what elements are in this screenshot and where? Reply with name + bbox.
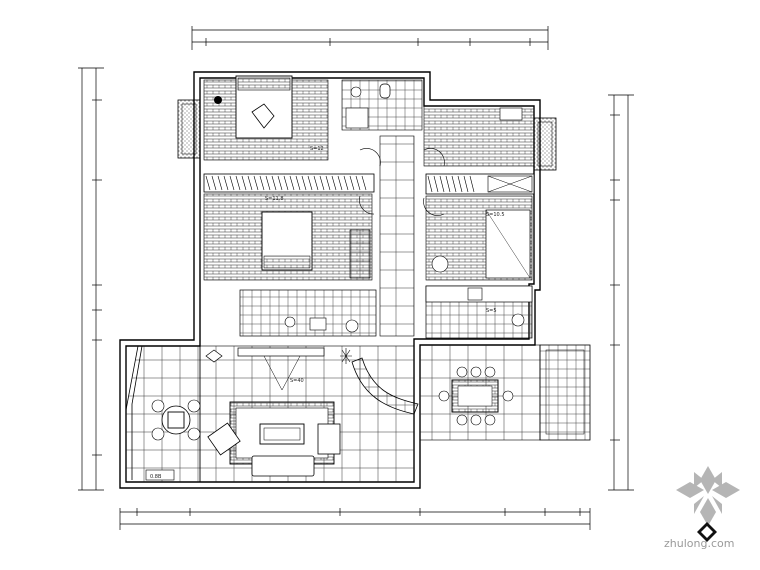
room-dining [419,344,541,441]
table-icon [259,423,305,445]
corridor [359,135,445,337]
bay-window-right [533,117,557,171]
balcony-tag: 0.8B [150,474,162,480]
room-area-kitchen: S=5 [486,308,497,314]
room-living: S=40 [199,345,415,483]
room-bed-c [423,105,535,167]
watermark-text: zhulong.com [664,537,734,550]
room-bathroom [341,79,423,131]
room-balcony: 0.8B [125,339,201,483]
dimension-bottom [119,508,591,530]
room-area-living: S=40 [290,378,304,384]
logo-icon [676,466,740,542]
curved-partition [351,357,419,415]
room-kitchen: S=5 [425,285,533,339]
room-bed-d: S=10.5 [425,195,533,281]
bay-window-left [177,99,201,159]
door-swing-icon [205,349,223,363]
toilet-icon [379,83,391,99]
room-bed-b: S=11.8 [203,193,373,281]
room-utility [239,289,377,337]
room-bed-a: S=12 [203,75,329,161]
sofa-icon [251,455,315,477]
room-area-bed-b: S=11.8 [265,196,284,202]
dimension-top [191,26,549,50]
dimension-right [608,94,634,491]
dimension-left [78,67,104,491]
room-balcony-right [539,344,591,441]
wardrobe-left [203,173,375,193]
wardrobe-right [425,173,535,195]
room-area-bed-a: S=12 [310,146,324,152]
plant-icon [340,348,352,364]
room-area-bed-d: S=10.5 [486,212,505,218]
